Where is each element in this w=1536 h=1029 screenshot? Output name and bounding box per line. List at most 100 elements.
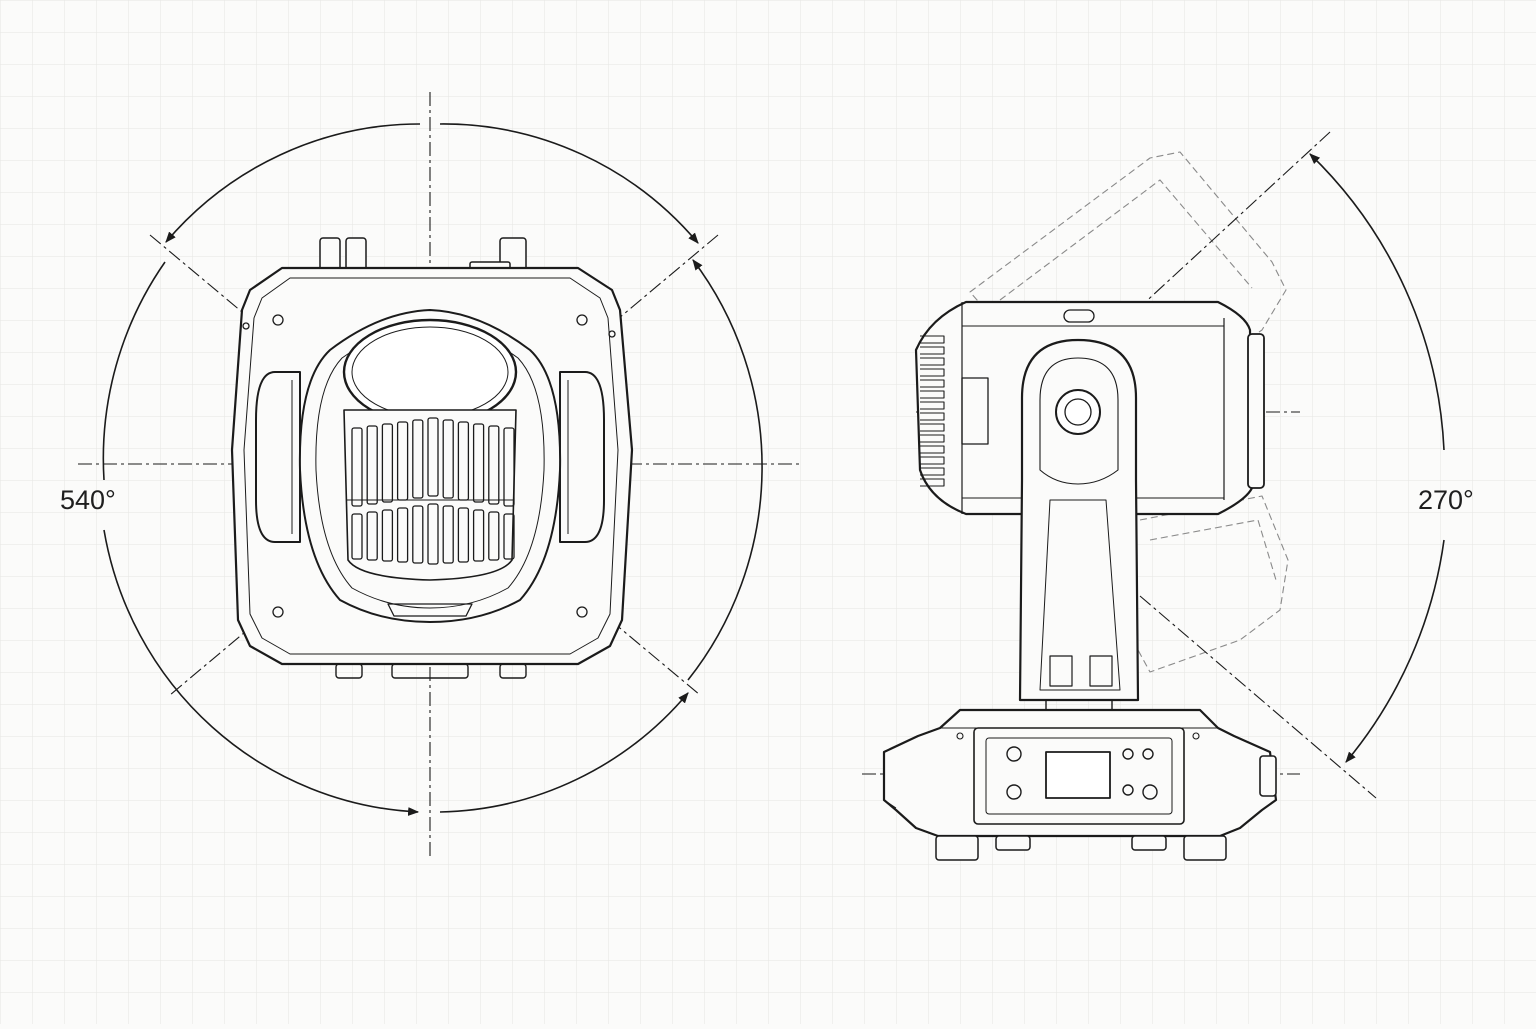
cooling-fin	[412, 505, 424, 564]
bottom-feet	[335, 663, 527, 679]
screw-icon	[608, 330, 616, 338]
right-arm-pad	[559, 371, 605, 543]
rear-fin	[920, 456, 945, 465]
ghost-head-lower	[1137, 495, 1289, 673]
base-housing-inner-edge	[243, 277, 619, 655]
cooling-fin	[427, 503, 439, 565]
button-icon	[1122, 748, 1134, 760]
screw-icon	[272, 314, 284, 326]
lcd-display	[1045, 751, 1111, 799]
cooling-fin	[381, 509, 394, 562]
rear-cooling-fins	[920, 335, 945, 487]
foot-mid-right	[1131, 835, 1167, 851]
rear-fin	[920, 357, 945, 366]
panel-screws	[956, 732, 1200, 740]
side-view	[862, 131, 1445, 861]
cooling-fin	[366, 511, 378, 561]
heat-sink-body	[343, 409, 517, 581]
screw-icon	[1192, 732, 1200, 740]
pan-arc-bottom-left	[103, 529, 420, 816]
cooling-fin	[351, 427, 363, 507]
rear-fin	[920, 368, 945, 377]
cooling-fin	[472, 509, 485, 562]
button-icon	[1142, 748, 1154, 760]
foot-3	[499, 663, 527, 679]
screw-icon	[956, 732, 964, 740]
screw-icon	[576, 606, 588, 618]
connector-knob-2	[345, 237, 367, 271]
right-handle	[1259, 755, 1277, 797]
button-icon	[1006, 746, 1022, 762]
ghost-head-upper-inner	[999, 179, 1253, 301]
rear-fin	[920, 423, 945, 432]
cooling-fin	[442, 505, 454, 564]
head-top-handle	[1063, 309, 1095, 323]
yoke-arm-plate-left	[1049, 655, 1073, 687]
rear-fin	[920, 379, 945, 388]
rear-fin	[920, 445, 945, 454]
rear-fin	[920, 478, 945, 487]
cooling-fin	[503, 427, 515, 507]
ghost-head-lower-inner	[1149, 519, 1277, 581]
foot-1	[335, 663, 363, 679]
pan-arc-left-upper	[102, 261, 166, 481]
yoke-arm	[1018, 338, 1140, 702]
pan-arc-top-left	[165, 123, 421, 243]
front-lens-rim	[1247, 333, 1265, 489]
tilt-pivot	[1055, 389, 1101, 435]
control-panel	[973, 727, 1185, 825]
cooling-fin	[366, 425, 378, 505]
yoke-arm-plate-right	[1089, 655, 1113, 687]
tilt-axis-lower	[1139, 595, 1377, 799]
connector-knob-1	[319, 237, 341, 271]
screw-icon	[576, 314, 588, 326]
top-connectors	[319, 237, 527, 273]
rear-fin	[920, 335, 945, 344]
left-arm-pad	[255, 371, 301, 543]
cooling-fin	[351, 513, 363, 560]
cooling-fin	[472, 423, 485, 503]
pan-arc-bottom-right	[439, 692, 689, 813]
cooling-fin	[381, 423, 394, 503]
yoke-arm-inner	[1039, 357, 1119, 485]
cooling-fin	[427, 417, 439, 497]
head-rear-panel	[961, 377, 989, 445]
button-icon	[1122, 784, 1134, 796]
cooling-fin	[442, 419, 454, 499]
cooling-fin	[412, 419, 424, 499]
button-icon	[1006, 784, 1022, 800]
housing-screws	[242, 314, 616, 618]
control-buttons	[1006, 746, 1158, 800]
foot-left	[935, 835, 979, 861]
front-view	[78, 92, 800, 860]
foot-2	[391, 663, 469, 679]
cooling-fin	[457, 507, 470, 563]
cooling-fin	[396, 507, 409, 563]
screw-icon	[272, 606, 284, 618]
pan-arc-right	[687, 259, 763, 681]
pan-arc-top-right	[439, 123, 699, 244]
tilt-arc-lower	[1345, 539, 1445, 763]
cooling-fin	[488, 511, 500, 561]
rear-fin	[920, 434, 945, 443]
foot-mid-left	[995, 835, 1031, 851]
rear-fin	[920, 412, 945, 421]
yoke-bottom-clip	[387, 603, 473, 617]
rear-fin	[920, 467, 945, 476]
screw-icon	[242, 322, 250, 330]
tilt-angle-label: 270°	[1418, 485, 1474, 515]
pan-rotation-arcs	[102, 123, 763, 816]
tilt-arc-upper	[1309, 153, 1445, 451]
foot-right	[1183, 835, 1227, 861]
pan-angle-label: 540°	[60, 485, 116, 515]
cooling-fin	[488, 425, 500, 505]
cooling-fins	[351, 417, 515, 565]
front-lens	[342, 318, 518, 426]
tilt-pivot-inner	[1064, 398, 1092, 426]
rear-fin	[920, 390, 945, 399]
control-panel-inner	[985, 737, 1173, 815]
base-feet	[935, 835, 1227, 861]
